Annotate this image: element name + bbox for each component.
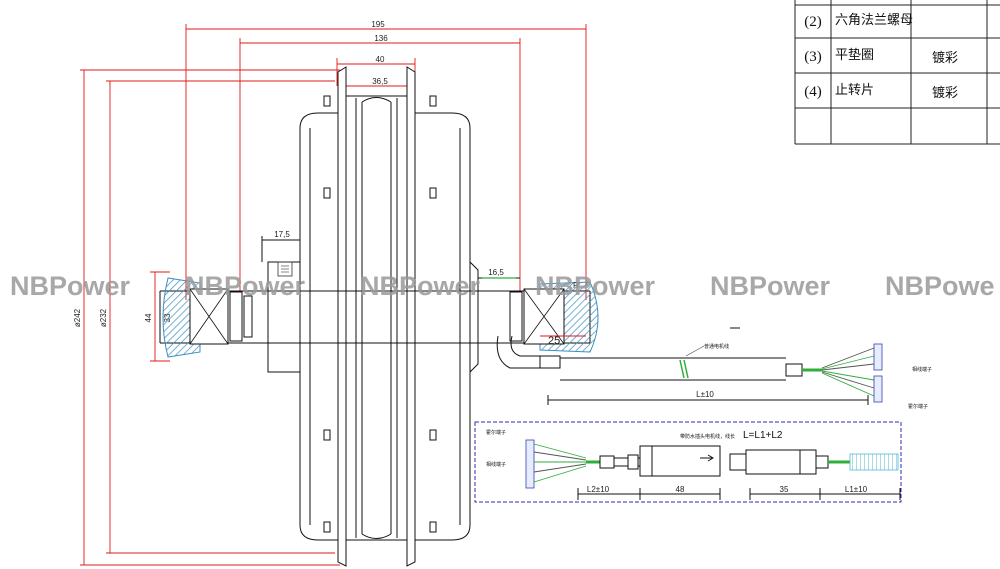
left-nut-assembly: [162, 277, 253, 358]
table-row-3-finish: 镀彩: [932, 50, 958, 66]
phase-terminal-icon: [873, 343, 883, 371]
diameter-dimensions: [80, 69, 340, 566]
label-plate-icon: [277, 261, 293, 277]
wp-phase-label: 相线端子: [486, 461, 506, 468]
dim-16-5: 16,5: [488, 268, 504, 277]
dim-44: 44: [144, 313, 153, 322]
dim-cable-len: L±10: [696, 390, 714, 399]
dim-242: ø242: [73, 308, 82, 327]
main-cable: [496, 335, 869, 405]
table-row-3-no: (3): [804, 49, 822, 65]
cable-fanout: [802, 347, 875, 397]
watermarks: NBPower NBPower NBPower NBPower NBPower …: [10, 271, 995, 301]
watermark-3: NBPower: [360, 271, 481, 301]
dim-25: 25: [548, 335, 560, 347]
table-row-3-name: 平垫圈: [835, 47, 874, 63]
dim-r: R: [573, 281, 579, 290]
dim-36-5: 36,5: [372, 77, 388, 86]
width-dimensions: [185, 24, 587, 300]
hall-terminal-label: 霍尔端子: [908, 403, 928, 410]
table-row-4-no: (4): [804, 84, 822, 100]
table-row-4-name: 止转片: [835, 83, 874, 98]
parts-table: [794, 0, 1000, 145]
watermark-6: NBPowe: [885, 271, 995, 301]
watermark-1: NBPower: [10, 271, 131, 301]
wp-dim-l2: L2±10: [587, 485, 610, 494]
wp-terminal-icon: [525, 439, 535, 489]
phase-terminal-label: 相线端子: [912, 366, 932, 373]
dim-232: ø232: [99, 308, 108, 327]
watermark-5: NBPower: [710, 271, 831, 301]
right-nut-assembly: [509, 281, 599, 353]
hall-terminal-icon: [873, 375, 883, 403]
dim-40: 40: [376, 55, 385, 64]
wp-dim-35: 35: [780, 485, 789, 494]
wp-hall-label: 霍尔端子: [486, 429, 506, 436]
dim-136: 136: [374, 34, 388, 43]
wp-formula: L=L1+L2: [743, 430, 783, 441]
table-row-4-finish: 镀彩: [932, 85, 958, 101]
wp-dim-48: 48: [676, 485, 685, 494]
motor-body: [267, 66, 479, 567]
waterproof-cable-box: [474, 421, 902, 503]
watermark-4: NBPower: [535, 271, 656, 301]
table-row-2-no: (2): [804, 14, 822, 30]
dim-195: 195: [371, 20, 385, 29]
table-row-2-name: 六角法兰螺母: [835, 13, 913, 28]
wp-fanout: [533, 443, 587, 483]
wp-title: 带防水插头电机线，线长: [680, 433, 735, 440]
cable-label: 普通电机线: [704, 343, 729, 350]
watermark-2: NBPower: [185, 271, 306, 301]
wp-dim-l1: L1±10: [845, 485, 868, 494]
dim-17-5: 17,5: [274, 230, 290, 239]
wp-cable-sleeve: [849, 453, 899, 471]
